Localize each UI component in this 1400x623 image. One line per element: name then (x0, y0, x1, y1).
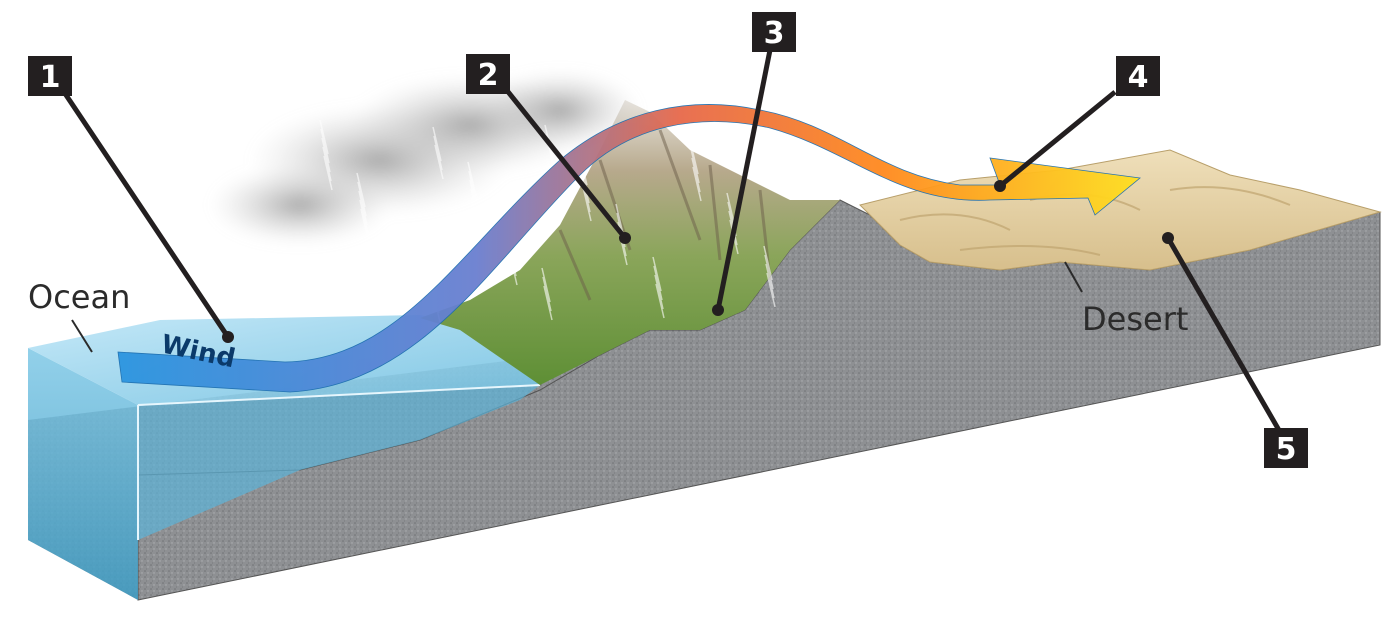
callout-5-number: 5 (1276, 432, 1297, 467)
raindrop-streak (359, 199, 369, 235)
callout-3-badge (752, 12, 796, 52)
raindrop-streak (319, 119, 329, 155)
raindrop-streak (543, 285, 553, 321)
raindrop-streak (433, 135, 443, 171)
raindrop-streak (508, 250, 518, 286)
rain-clouds (210, 70, 640, 245)
raindrop-streak (320, 128, 330, 164)
callout-2-dot (619, 232, 631, 244)
raindrop-streak (470, 188, 480, 224)
mountain-ridges (558, 129, 772, 301)
raindrop-streak (766, 272, 776, 308)
callout-4-dot (994, 180, 1006, 192)
callout-2-number: 2 (478, 58, 499, 93)
raindrop-streak (393, 225, 403, 261)
raindrop-streak (356, 172, 366, 208)
raindrop-streak (321, 137, 331, 173)
raindrop-streak (582, 186, 592, 222)
callout-5-badge (1264, 428, 1308, 468)
raindrop-streak (432, 126, 442, 162)
callout-2: 2 (466, 54, 631, 244)
callout-1-leader (61, 90, 231, 339)
callout-2-leader (503, 86, 627, 240)
raindrop-streak (542, 276, 552, 312)
raindrop-streak (469, 179, 479, 215)
callout-5: 5 (1162, 232, 1308, 468)
callout-1: 1 (28, 56, 234, 343)
callout-2-badge (466, 54, 510, 94)
raindrop-streak (434, 144, 444, 180)
raindrop-streak (323, 155, 333, 191)
raindrop-streak (690, 148, 700, 184)
raindrop-streak (691, 157, 701, 193)
raindrop-streak (467, 161, 477, 197)
callout-4: 4 (994, 56, 1160, 192)
callout-1-dot (222, 331, 234, 343)
raindrop-streak (360, 208, 370, 244)
raindrop-streak (655, 283, 665, 319)
desert-leader (1064, 261, 1083, 293)
raindrop-streak (396, 252, 406, 288)
ocean-label: Ocean (28, 278, 130, 316)
ocean-front (138, 385, 540, 540)
raindrop-streak (689, 139, 699, 175)
raindrop-streak (541, 267, 551, 303)
callout-5-leader (1165, 236, 1283, 434)
desert-label: Desert (1082, 300, 1188, 338)
callout-4-badge (1116, 56, 1160, 96)
wind-arrow (117, 104, 1141, 393)
raindrop-streak (468, 170, 478, 206)
raindrop-streak (395, 243, 405, 279)
ocean-edge-top (137, 384, 541, 406)
raindrop-streak (653, 265, 663, 301)
callout-3-dot (712, 304, 724, 316)
raindrop-streak (357, 181, 367, 217)
callout-1-badge (28, 56, 72, 96)
raindrop-streak (394, 234, 404, 270)
raindrop-streak (763, 245, 773, 281)
callout-4-number: 4 (1128, 60, 1149, 95)
desert-surface (859, 149, 1382, 271)
ocean-leader (71, 319, 93, 353)
raindrop-streak (397, 261, 407, 297)
callout-5-dot (1162, 232, 1174, 244)
callout-1-number: 1 (40, 60, 61, 95)
raindrop-streak (358, 190, 368, 226)
ocean-side (28, 348, 138, 600)
callout-3-leader (715, 49, 773, 311)
raindrop-streak (764, 254, 774, 290)
raindrop-streak (322, 146, 332, 182)
raindrop-streak (765, 263, 775, 299)
callout-4-leader (998, 90, 1117, 188)
callout-3-number: 3 (764, 16, 785, 51)
raindrop-streak (654, 274, 664, 310)
raindrop-streak (692, 166, 702, 202)
raindrop-streak (652, 256, 662, 292)
raindrop-streak (471, 197, 481, 233)
windward-mountain (420, 100, 840, 385)
callout-3: 3 (712, 12, 796, 316)
